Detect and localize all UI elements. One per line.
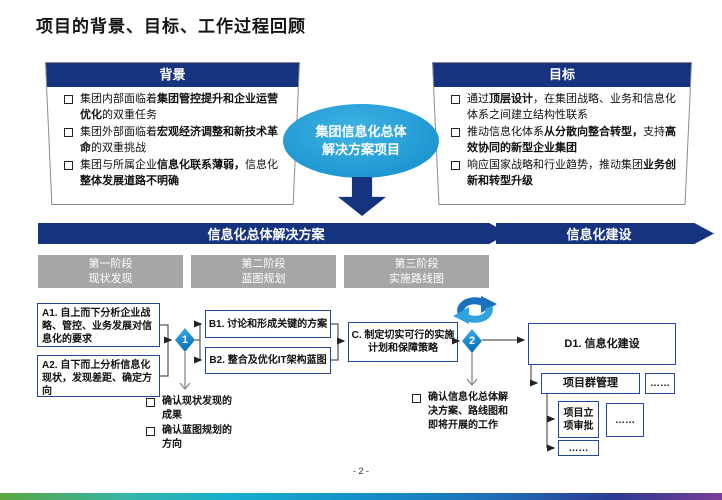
solution-band-label: 信息化总体解决方案 <box>207 227 325 242</box>
background-box-header: 背景 <box>46 63 299 87</box>
sync-arrows-icon <box>453 296 497 324</box>
down-arrow-icon <box>338 177 386 216</box>
stage-3-box: 第三阶段实施路线图 <box>344 255 489 288</box>
dots-box: …… <box>606 403 644 437</box>
square-bullet-icon <box>412 394 421 403</box>
solution-band-arrow: 信息化总体解决方案 <box>38 223 508 244</box>
background-box: 背景 集团内部面临着集团管控提升和企业运营优化的双重任务 集团外部面临着宏观经济… <box>45 62 300 205</box>
gate-1-diamond: 1 <box>175 328 195 352</box>
stage-2-box: 第二阶段蓝图规划 <box>191 255 336 288</box>
goal-box-header: 目标 <box>433 63 691 87</box>
construction-band-arrow: 信息化建设 <box>496 223 714 244</box>
page-title: 项目的背景、目标、工作过程回顾 <box>36 17 306 36</box>
square-bullet-icon <box>451 95 460 104</box>
goal-bullet: 通过顶层设计，在集团战略、业务和信息化体系之间建立结构性联系 <box>451 91 679 123</box>
project-ellipse-line2: 解决方案项目 <box>321 142 400 157</box>
project-ellipse: 集团信息化总体 解决方案项目 <box>283 104 439 178</box>
stage-1-box: 第一阶段现状发现 <box>38 255 183 288</box>
goal-bullet: 响应国家战略和行业趋势，推动集团业务创新和转型升级 <box>451 157 679 189</box>
flow-box-a2: A2. 自下而上分析信息化现状，发现差距、确定方向 <box>37 355 160 397</box>
flow-box-d1: D1. 信息化建设 <box>528 323 676 365</box>
dots-box: …… <box>645 373 675 394</box>
program-mgmt-box: 项目群管理 <box>541 373 640 394</box>
background-bullet: 集团外部面临着宏观经济调整和新技术革命的双重挑战 <box>64 124 287 156</box>
flow-box-a1: A1. 自上而下分析企业战略、管控、业务发展对信息化的要求 <box>37 303 160 347</box>
checkpoint-item: 确认现状发现的成果 <box>146 395 238 423</box>
square-bullet-icon <box>146 398 155 407</box>
flow-box-b2: B2. 整合及优化IT架构蓝图 <box>205 347 331 374</box>
square-bullet-icon <box>451 161 460 170</box>
square-bullet-icon <box>64 95 73 104</box>
square-bullet-icon <box>64 161 73 170</box>
construction-band-label: 信息化建设 <box>566 227 632 242</box>
dots-box: …… <box>558 440 599 456</box>
goal-bullet: 推动信息化体系从分散向整合转型，支持高效协同的新型企业集团 <box>451 124 679 156</box>
gate-2-diamond: 2 <box>462 329 482 353</box>
flow-box-b1: B1. 讨论和形成关键的方案 <box>205 310 331 338</box>
project-ellipse-line1: 集团信息化总体 <box>315 124 407 139</box>
square-bullet-icon <box>146 427 155 436</box>
square-bullet-icon <box>64 128 73 137</box>
footer-gradient-bar <box>0 493 722 500</box>
background-bullet: 集团内部面临着集团管控提升和企业运营优化的双重任务 <box>64 91 287 123</box>
background-bullet: 集团与所属企业信息化联系薄弱，信息化整体发展道路不明确 <box>64 157 287 189</box>
checkpoint-item: 确认信息化总体解决方案、路线图和即将开展的工作 <box>412 391 512 433</box>
project-approval-box: 项目立项审批 <box>558 401 599 438</box>
checkpoint-list-2: 确认信息化总体解决方案、路线图和即将开展的工作 <box>412 391 512 434</box>
goal-box: 目标 通过顶层设计，在集团战略、业务和信息化体系之间建立结构性联系 推动信息化体… <box>432 62 692 205</box>
page-number: - 2 - <box>352 466 369 476</box>
flow-box-c: C. 制定切实可行的实施计划和保障策略 <box>348 322 458 362</box>
checkpoint-item: 确认蓝图规划的方向 <box>146 424 238 452</box>
square-bullet-icon <box>451 128 460 137</box>
checkpoint-list-1: 确认现状发现的成果 确认蓝图规划的方向 <box>146 395 238 453</box>
